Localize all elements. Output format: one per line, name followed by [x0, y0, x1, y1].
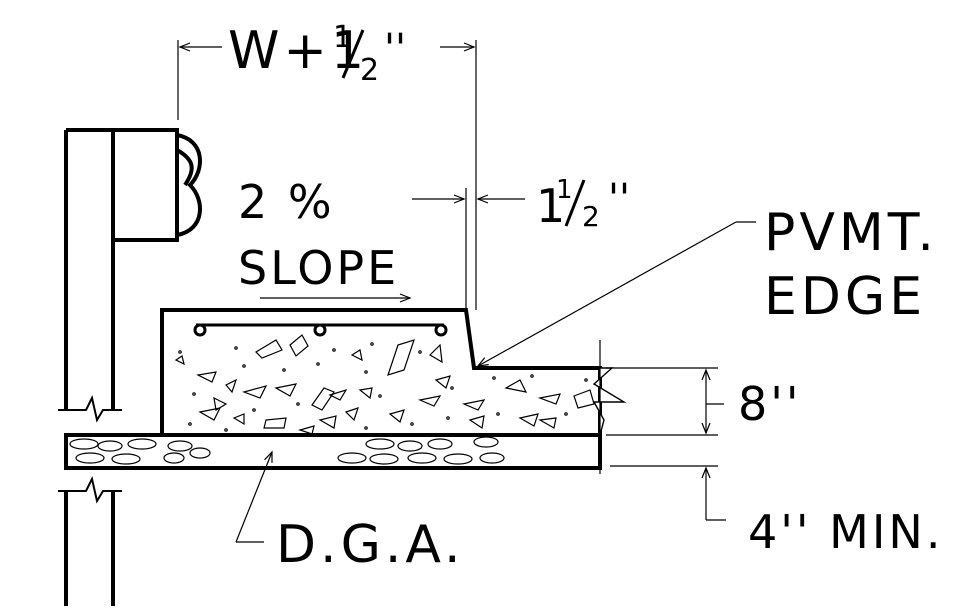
dga-label: D.G.A. — [276, 515, 465, 575]
pvmt-edge-label-line1: PVMT. — [764, 203, 938, 263]
dga-base-layer — [64, 433, 602, 470]
lip-dim-fraction-den: 2 — [582, 200, 600, 233]
slope-annotation: 2 % SLOPE — [238, 175, 412, 303]
base-thickness-label: 4'' MIN. — [748, 505, 943, 559]
w-beam-rail — [175, 133, 202, 237]
pvmt-edge-label-line2: EDGE — [764, 267, 926, 327]
lip-dim-fraction-num: 1 — [556, 175, 573, 205]
top-width-dimension — [177, 40, 477, 310]
rebar-dot-3 — [434, 323, 448, 337]
dga-aggregate-hatch — [69, 436, 505, 465]
slab-thickness-label: 8'' — [738, 377, 802, 431]
lip-dim-unit: '' — [608, 176, 630, 222]
concrete-slab — [160, 308, 627, 437]
dga-leader — [235, 450, 273, 543]
top-dim-fraction-den: 2 — [360, 53, 379, 88]
rebar-dot-2 — [313, 323, 327, 337]
concrete-aggregate-hatch — [174, 334, 595, 435]
slope-value: 2 % — [238, 175, 335, 229]
rebar-dot-1 — [193, 323, 207, 337]
top-dim-prefix: W+1 — [228, 21, 368, 81]
lip-dimension-label: 1 1 2 '' — [536, 175, 630, 233]
top-dim-fraction-num: 1 — [333, 20, 352, 55]
guardrail-block — [111, 128, 179, 242]
slab-thickness-dimension — [599, 340, 726, 521]
slope-word: SLOPE — [238, 241, 399, 295]
lip-dimension — [412, 188, 525, 310]
lip-dim-whole: 1 — [536, 179, 568, 233]
pvmt-edge-leader — [476, 221, 756, 367]
top-width-label: W+1 1 2 '' — [228, 20, 406, 88]
top-dim-unit: '' — [384, 26, 406, 72]
